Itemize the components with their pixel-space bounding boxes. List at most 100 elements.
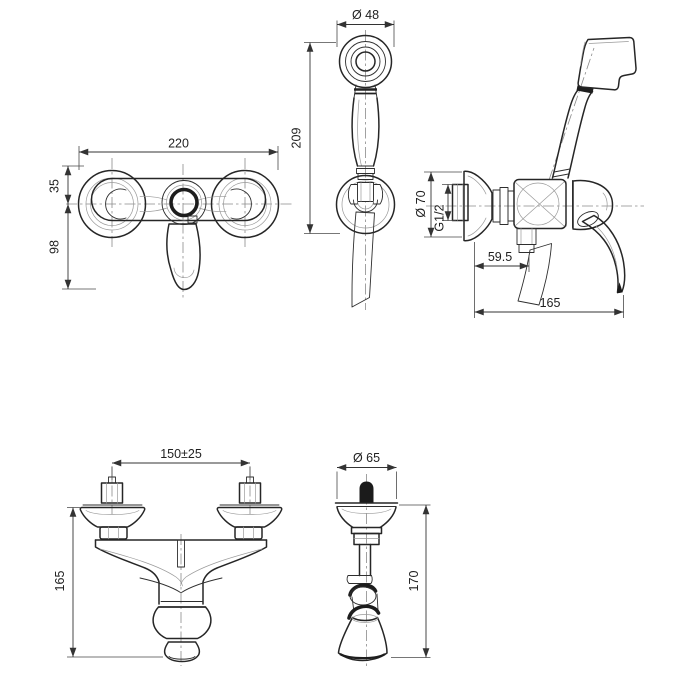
dim-top-offset: 35	[48, 165, 84, 204]
spout-bell	[337, 616, 388, 662]
dim-label-thread: G1/2	[433, 204, 447, 231]
handle-highlight	[357, 99, 362, 167]
body-right-profile	[202, 539, 268, 605]
lever-root	[577, 211, 599, 227]
flange-shading	[467, 217, 487, 237]
dim-label-flange-diameter: Ø 70	[414, 190, 428, 217]
dim-label-offset: 35	[48, 179, 62, 193]
waterway-line-right	[180, 548, 263, 587]
dim-inlet-thread: G1/2	[433, 184, 456, 232]
shower-head-ring2	[350, 46, 381, 77]
dim-label-flange-diameter-side: Ø 65	[353, 451, 380, 465]
view-deck-mixer-front: 150±25 165	[53, 447, 283, 666]
dim-flange-diameter-side: Ø 65	[336, 451, 397, 499]
dim-label-height: 165	[53, 571, 67, 592]
view-hand-shower: Ø 48 209	[290, 8, 396, 310]
outlet-nut	[518, 244, 535, 253]
swivel-lower-arc	[347, 604, 381, 620]
shower-hose	[351, 211, 375, 308]
bracket-clamp-right	[373, 184, 384, 205]
handshower-head-side	[577, 36, 637, 91]
body-left-profile	[94, 539, 160, 605]
dim-overall-width: 220	[78, 137, 279, 170]
right-trumpet-shading	[222, 510, 277, 515]
socket-facets	[360, 182, 371, 202]
handshower-handle-right	[567, 90, 594, 179]
lever-highlight	[595, 225, 618, 271]
shower-head-outer	[338, 34, 393, 89]
left-flange-inner-ring2	[90, 182, 134, 226]
right-wall-flange	[210, 169, 280, 239]
dome-highlight	[602, 192, 608, 211]
trumpet-shading	[341, 508, 392, 514]
dim-label-drop: 98	[48, 240, 62, 254]
body-sphere	[516, 182, 560, 226]
dim-overall-height-side: 170	[391, 504, 431, 658]
cartridge-boss	[161, 180, 207, 225]
dim-label-depth: 165	[540, 296, 561, 310]
right-hex-nut	[234, 526, 263, 540]
view-wall-mixer-side: Ø 70 G1/2 59.5 165	[414, 36, 644, 318]
handle-grip-rings	[552, 168, 571, 178]
dim-wall-to-hose: 59.5	[474, 242, 530, 318]
hose-outlet	[516, 228, 537, 245]
aerator-cup	[163, 641, 201, 663]
right-trumpet-flange	[216, 506, 283, 528]
left-trumpet-shading	[85, 510, 140, 515]
bracket-cup	[353, 199, 378, 213]
handle-left-edge	[351, 97, 359, 167]
dim-overall-height-front: 165	[53, 507, 163, 658]
bracket-inner-ring	[341, 180, 390, 229]
bracket-clamp-left	[347, 184, 358, 205]
body-taper-line	[139, 207, 168, 212]
bracket-socket	[357, 182, 374, 202]
dim-label-centres: 150±25	[160, 447, 202, 461]
aerator-bottom-arc	[168, 656, 196, 660]
lever-tip	[617, 282, 623, 294]
collar-lower	[353, 532, 380, 546]
dim-label-width: 220	[168, 137, 189, 151]
dim-overall-depth: 165	[474, 295, 624, 318]
inlet-nipple	[451, 183, 469, 222]
head-seam-lines	[580, 41, 629, 67]
body-center-slot	[177, 539, 185, 568]
head-neck	[353, 84, 378, 99]
mixer-body	[90, 177, 267, 222]
limiter-detail	[187, 215, 198, 224]
bell-top-ellipse	[352, 614, 378, 623]
dim-inlet-centres: 150±25	[111, 447, 251, 480]
left-hex-facets	[108, 526, 119, 540]
waterway-vee	[139, 577, 223, 593]
stem	[358, 543, 372, 577]
body-construction-lines	[514, 181, 565, 227]
left-wall-flange	[77, 169, 147, 239]
handle-right-edge	[372, 97, 380, 167]
body-right-eye	[230, 188, 252, 220]
right-union-square	[238, 482, 262, 504]
shower-head-ring	[345, 41, 386, 82]
body-taper-line	[139, 196, 168, 201]
left-union-square	[100, 482, 124, 504]
dim-label-length: 209	[290, 128, 304, 149]
dim-flange-diameter: Ø 70	[414, 171, 462, 238]
flange-shading	[467, 175, 487, 195]
body-taper-line	[198, 207, 227, 212]
left-trumpet-flange	[79, 506, 146, 528]
dim-handle-drop: 98	[48, 204, 96, 290]
right-square-facets	[244, 482, 256, 504]
bracket-cup-inner	[357, 200, 374, 210]
wall-bracket	[335, 174, 396, 235]
view-wall-mixer-front: 220 35 98	[48, 137, 292, 298]
dim-label-wall-to-hose: 59.5	[488, 250, 512, 264]
right-flange-inner-ring2	[223, 182, 267, 226]
wall-flange-side	[463, 170, 493, 242]
bell-bottom-arc	[339, 653, 386, 660]
dim-head-diameter: Ø 48	[336, 8, 395, 47]
handle-stub	[359, 481, 374, 504]
right-hex-facets	[243, 526, 254, 540]
outlet-facets	[520, 228, 533, 245]
body-left-eye	[105, 188, 127, 220]
swivel-ring	[349, 586, 377, 606]
